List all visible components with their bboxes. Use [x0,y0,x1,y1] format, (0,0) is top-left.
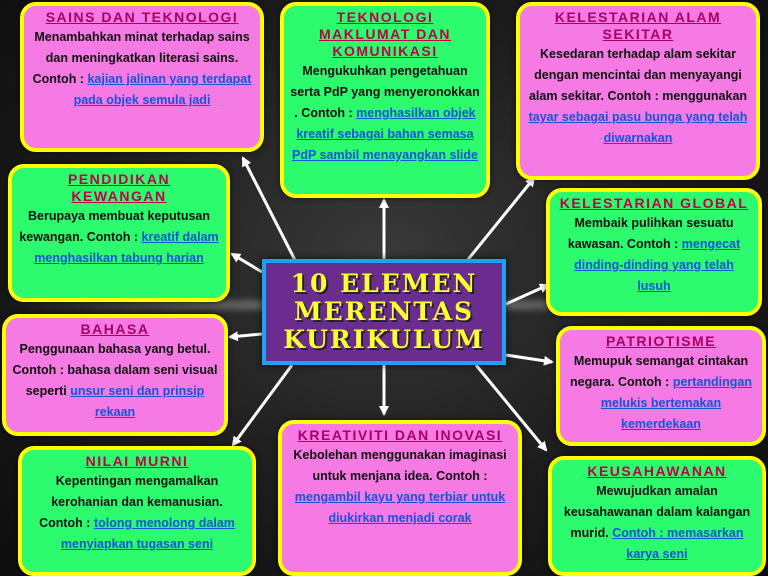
card-title: BAHASA [80,321,150,337]
card-title: NILAI MURNI [85,453,189,469]
center-title-line-2: MERENTAS [293,297,475,326]
card-body: Membaik pulihkan sesuatu kawasan. Contoh… [556,213,752,297]
arrow-to-bahasa [228,331,263,342]
card-text: Kepentingan mengamalkan kerohanian dan k… [39,474,223,530]
card-patriotisme: PATRIOTISME Memupuk semangat cintakan ne… [556,326,766,446]
card-body: Berupaya membuat keputusan kewangan. Con… [18,206,220,269]
card-title: SAINS DAN TEKNOLOGI [45,9,239,25]
card-title: PATRIOTISME [605,333,717,349]
example-link[interactable]: mengecat dinding-dinding yang telah lusu… [574,237,741,293]
card-body: Kesedaran terhadap alam sekitar dengan m… [526,44,750,149]
card-title: KELESTARIAN ALAM SEKITAR [554,9,722,42]
arrow-to-sains [241,156,298,263]
arrow-to-patriotisme [505,353,554,366]
example-link[interactable]: unsur seni dan prinsip rekaan [70,384,205,419]
arrow-to-kelestarian-alam [464,176,536,263]
card-kreativiti-dan-inovasi: KREATIVITI DAN INOVASI Kebolehan menggun… [278,420,522,576]
card-teknologi-maklumat: TEKNOLOGI MAKLUMAT DAN KOMUNIKASI Menguk… [280,2,490,198]
example-link[interactable]: tolong menolong dalam menyiapkan tugasan… [60,516,235,551]
example-link[interactable]: kajian jalinan yang terdapat pada objek … [73,72,252,107]
center-title-box: 10 ELEMEN MERENTAS KURIKULUM [262,259,506,365]
card-kelestarian-alam-sekitar: KELESTARIAN ALAM SEKITAR Kesedaran terha… [516,2,760,180]
arrow-to-kewangan [230,252,263,274]
card-nilai-murni: NILAI MURNI Kepentingan mengamalkan kero… [18,446,256,576]
card-text: Kesedaran terhadap alam sekitar dengan m… [528,47,748,103]
card-text: Penggunaan bahasa yang betul. Contoh : b… [12,342,218,398]
card-text: Kebolehan menggunakan imaginasi untuk me… [293,448,507,483]
example-link[interactable]: pertandingan melukis bertemakan kemerdek… [600,375,752,431]
card-pendidikan-kewangan: PENDIDIKAN KEWANGAN Berupaya membuat kep… [8,164,230,302]
card-text: Mengukuhkan pengetahuan serta PdP yang m… [290,64,480,120]
card-body: Memupuk semangat cintakan negara. Contoh… [566,351,756,435]
card-kelestarian-global: KELESTARIAN GLOBAL Membaik pulihkan sesu… [546,188,762,316]
card-text: Mewujudkan amalan keusahawanan dalam kal… [563,484,751,540]
example-link[interactable]: mengambil kayu yang terbiar untuk diukir… [294,490,506,525]
example-link[interactable]: kreatif dalam menghasilkan tabung harian [34,230,219,265]
example-link[interactable]: menghasilkan objek kreatif sebagai bahan… [292,106,478,162]
center-title-line-3: KURIKULUM [283,325,485,354]
card-text: Menambahkan minat terhadap sains dan men… [32,30,250,86]
center-title-line-1: 10 ELEMEN [290,269,478,298]
card-title: KELESTARIAN GLOBAL [559,195,749,211]
card-body: Kebolehan menggunakan imaginasi untuk me… [288,445,512,529]
card-body: Mewujudkan amalan keusahawanan dalam kal… [558,481,756,565]
arrow-to-global [505,283,550,306]
arrow-to-keusahawanan [474,364,548,452]
card-body: Kepentingan mengamalkan kerohanian dan k… [28,471,246,555]
arrow-to-nilai [231,364,294,447]
example-link[interactable]: Contoh : memasarkan karya seni [612,526,744,561]
card-bahasa: BAHASA Penggunaan bahasa yang betul. Con… [2,314,228,436]
card-keusahawanan: KEUSAHAWANAN Mewujudkan amalan keusahawa… [548,456,766,576]
card-title: PENDIDIKAN KEWANGAN [67,171,171,204]
card-title: KEUSAHAWANAN [587,463,727,479]
card-title: KREATIVITI DAN INOVASI [297,427,503,443]
card-sains-dan-teknologi: SAINS DAN TEKNOLOGI Menambahkan minat te… [20,2,264,152]
card-text: Membaik pulihkan sesuatu kawasan. Contoh… [567,216,734,251]
card-title: TEKNOLOGI MAKLUMAT DAN KOMUNIKASI [318,9,452,59]
example-link[interactable]: tayar sebagai pasu bunga yang telah diwa… [528,110,748,145]
card-text: Memupuk semangat cintakan negara. Contoh… [570,354,749,389]
card-body: Mengukuhkan pengetahuan serta PdP yang m… [290,61,480,166]
card-text: Berupaya membuat keputusan kewangan. Con… [19,209,210,244]
card-body: Penggunaan bahasa yang betul. Contoh : b… [12,339,218,423]
card-body: Menambahkan minat terhadap sains dan men… [30,27,254,111]
